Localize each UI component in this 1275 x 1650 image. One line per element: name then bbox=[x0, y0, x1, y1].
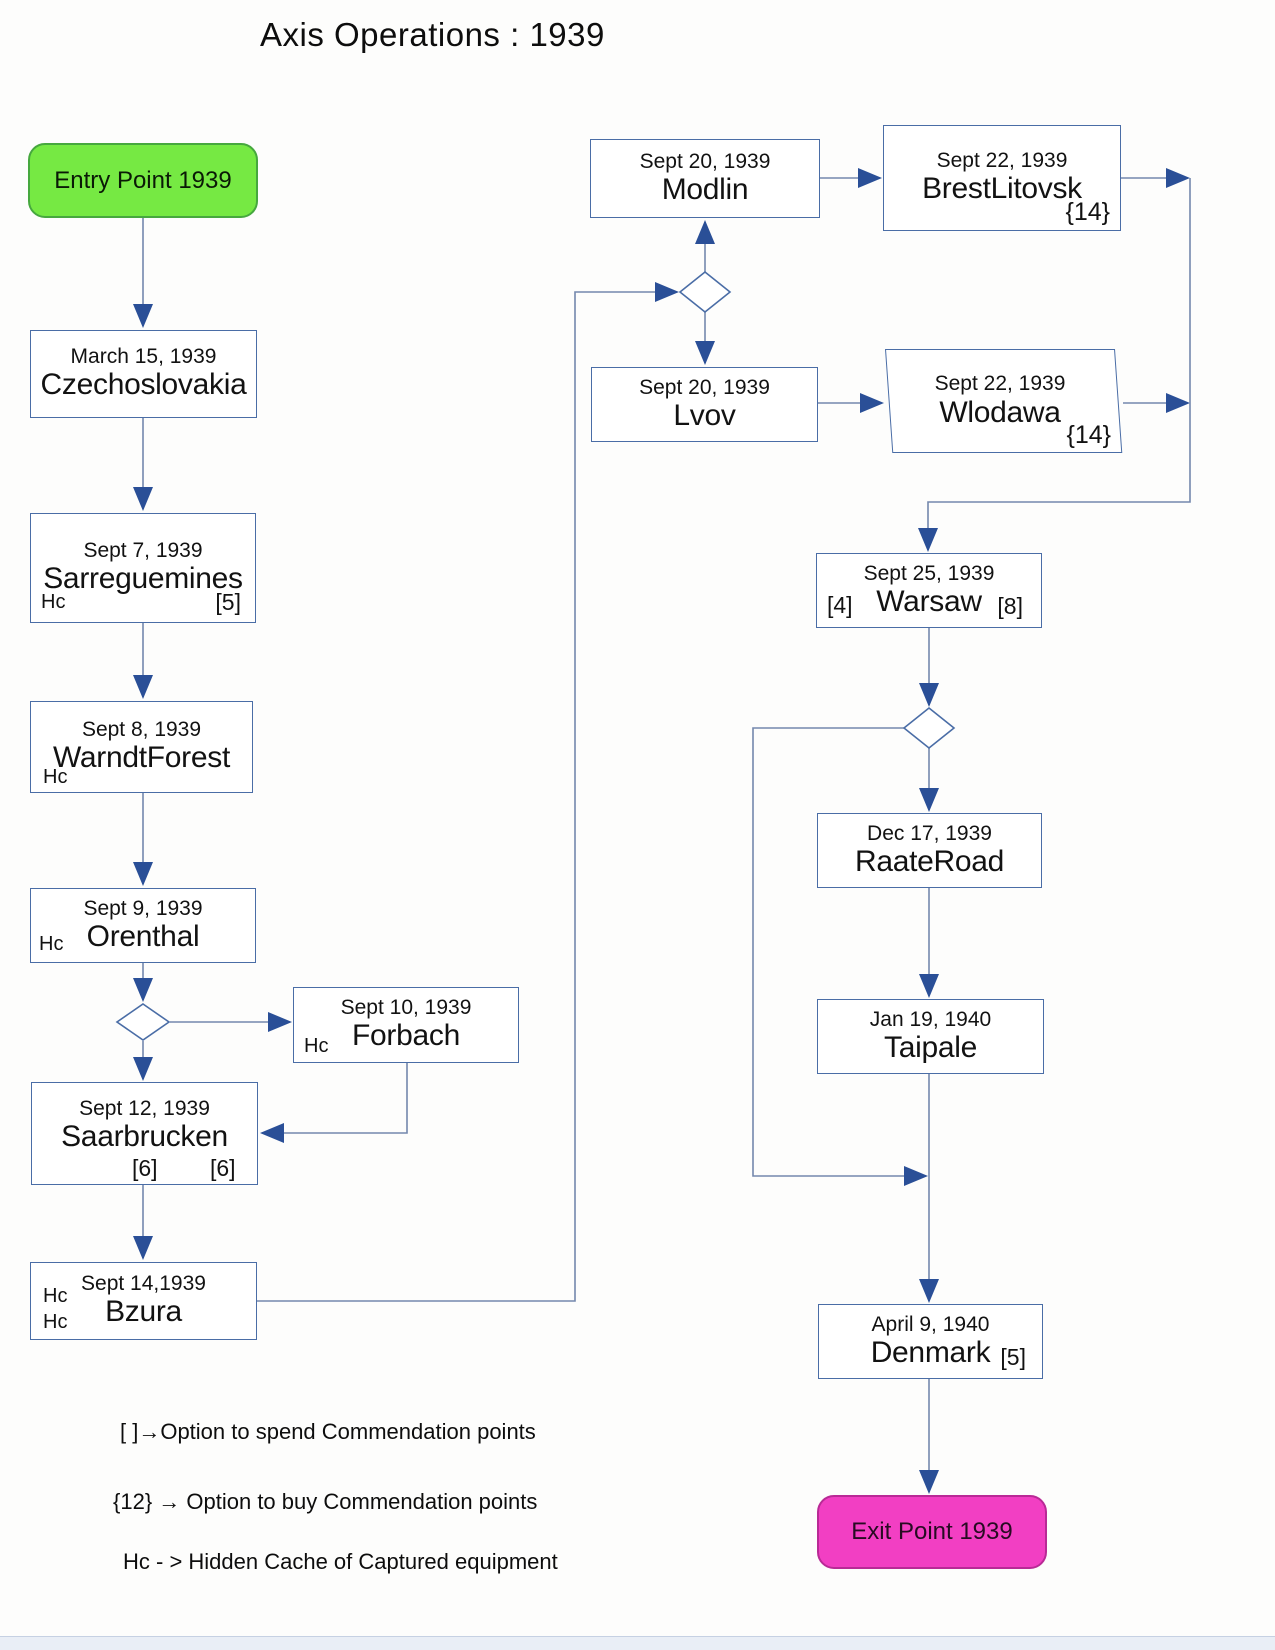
node-denmark: April 9, 1940 Denmark [5] bbox=[818, 1304, 1043, 1379]
node-date: Sept 7, 1939 bbox=[83, 539, 203, 563]
exit-point-label: Exit Point 1939 bbox=[851, 1518, 1013, 1545]
exit-point-node: Exit Point 1939 bbox=[817, 1495, 1047, 1569]
decision-diamond bbox=[902, 706, 956, 750]
decision-diamond bbox=[678, 270, 732, 314]
hidden-cache-tag: Hc bbox=[43, 766, 68, 788]
flow-arrow bbox=[752, 727, 928, 1186]
flow-arrow bbox=[918, 178, 1191, 552]
buy-points-tag: {14} bbox=[1066, 421, 1111, 449]
node-date: Sept 8, 1939 bbox=[81, 718, 202, 742]
node-saarbrucken: Sept 12, 1939 Saarbrucken [6] [6] bbox=[31, 1082, 258, 1185]
buy-points-tag: {14} bbox=[1065, 198, 1110, 226]
node-name: Warsaw bbox=[876, 584, 982, 618]
node-name: Czechoslovakia bbox=[40, 368, 247, 402]
node-date: Sept 14,1939 bbox=[81, 1272, 206, 1296]
spend-points-tag: [4] bbox=[827, 592, 853, 618]
footer-strip bbox=[0, 1636, 1275, 1650]
node-date: March 15, 1939 bbox=[70, 345, 217, 369]
node-date: Sept 12, 1939 bbox=[79, 1096, 210, 1120]
legend-buy-points: {12} → Option to buy Commendation points bbox=[113, 1489, 538, 1514]
node-modlin: Sept 20, 1939 Modlin bbox=[590, 139, 820, 218]
node-name: Saarbrucken bbox=[61, 1119, 228, 1153]
node-name: Wlodawa bbox=[939, 396, 1061, 429]
spend-points-tag: [6] bbox=[132, 1155, 158, 1181]
node-name: Lvov bbox=[673, 398, 736, 432]
hidden-cache-tag: Hc bbox=[39, 933, 64, 955]
node-name: Denmark bbox=[870, 1335, 991, 1369]
node-forbach: Sept 10, 1939 Forbach Hc bbox=[293, 987, 519, 1063]
entry-point-label: Entry Point 1939 bbox=[54, 166, 232, 194]
node-date: Dec 17, 1939 bbox=[867, 821, 992, 845]
node-sarreguemines: Sept 7, 1939 Sarreguemines Hc [5] bbox=[30, 513, 256, 623]
node-warndtforest: Sept 8, 1939 WarndtForest Hc bbox=[30, 701, 253, 793]
node-bzura: Sept 14,1939 Bzura Hc Hc bbox=[30, 1262, 257, 1340]
node-date: Sept 22, 1939 bbox=[936, 149, 1068, 173]
legend-hidden-cache: Hc - > Hidden Cache of Captured equipmen… bbox=[123, 1549, 558, 1574]
flow-arrow bbox=[260, 1063, 408, 1143]
spend-points-tag: [5] bbox=[215, 589, 241, 615]
node-date: Sept 20, 1939 bbox=[639, 375, 770, 399]
hidden-cache-tag: Hc bbox=[41, 591, 66, 613]
node-name: WarndtForest bbox=[52, 741, 230, 775]
entry-point-node: Entry Point 1939 bbox=[28, 143, 258, 218]
node-orenthal: Sept 9, 1939 Orenthal Hc bbox=[30, 888, 256, 963]
node-brestlitovsk: Sept 22, 1939 BrestLitovsk {14} bbox=[883, 125, 1121, 231]
node-name: Taipale bbox=[884, 1030, 977, 1064]
node-raateroad: Dec 17, 1939 RaateRoad bbox=[817, 813, 1042, 888]
node-date: Sept 10, 1939 bbox=[340, 996, 472, 1020]
node-name: Modlin bbox=[661, 172, 749, 206]
node-name: BrestLitovsk bbox=[922, 172, 1082, 206]
node-name: RaateRoad bbox=[854, 844, 1005, 878]
node-date: Sept 9, 1939 bbox=[83, 896, 203, 920]
hidden-cache-tag: Hc bbox=[43, 1285, 68, 1307]
node-name: Forbach bbox=[352, 1019, 460, 1053]
hidden-cache-tag: Hc bbox=[43, 1311, 68, 1333]
spend-points-tag: [6] bbox=[210, 1155, 236, 1181]
node-date: Sept 25, 1939 bbox=[863, 561, 995, 585]
node-date: Sept 22, 1939 bbox=[934, 372, 1066, 395]
node-lvov: Sept 20, 1939 Lvov bbox=[591, 367, 818, 442]
node-wlodawa: Sept 22, 1939 Wlodawa {14} bbox=[885, 349, 1123, 453]
diagram-title: Axis Operations : 1939 bbox=[260, 16, 605, 53]
flow-arrow bbox=[257, 282, 679, 1302]
node-date: Jan 19, 1940 bbox=[869, 1007, 992, 1031]
node-name: Orenthal bbox=[86, 919, 200, 953]
node-date: April 9, 1940 bbox=[871, 1312, 990, 1336]
hidden-cache-tag: Hc bbox=[304, 1035, 329, 1057]
decision-diamond bbox=[115, 1003, 171, 1041]
node-date: Sept 20, 1939 bbox=[639, 149, 771, 173]
node-taipale: Jan 19, 1940 Taipale bbox=[817, 999, 1044, 1074]
node-warsaw: Sept 25, 1939 Warsaw [4] [8] bbox=[816, 553, 1042, 628]
node-name: Sarreguemines bbox=[43, 562, 243, 596]
node-name: Bzura bbox=[105, 1295, 182, 1329]
spend-points-tag: [8] bbox=[997, 593, 1023, 619]
legend-spend-points: [ ]→Option to spend Commendation points bbox=[120, 1419, 536, 1444]
spend-points-tag: [5] bbox=[1000, 1344, 1026, 1370]
node-czechoslovakia: March 15, 1939 Czechoslovakia bbox=[30, 330, 257, 418]
